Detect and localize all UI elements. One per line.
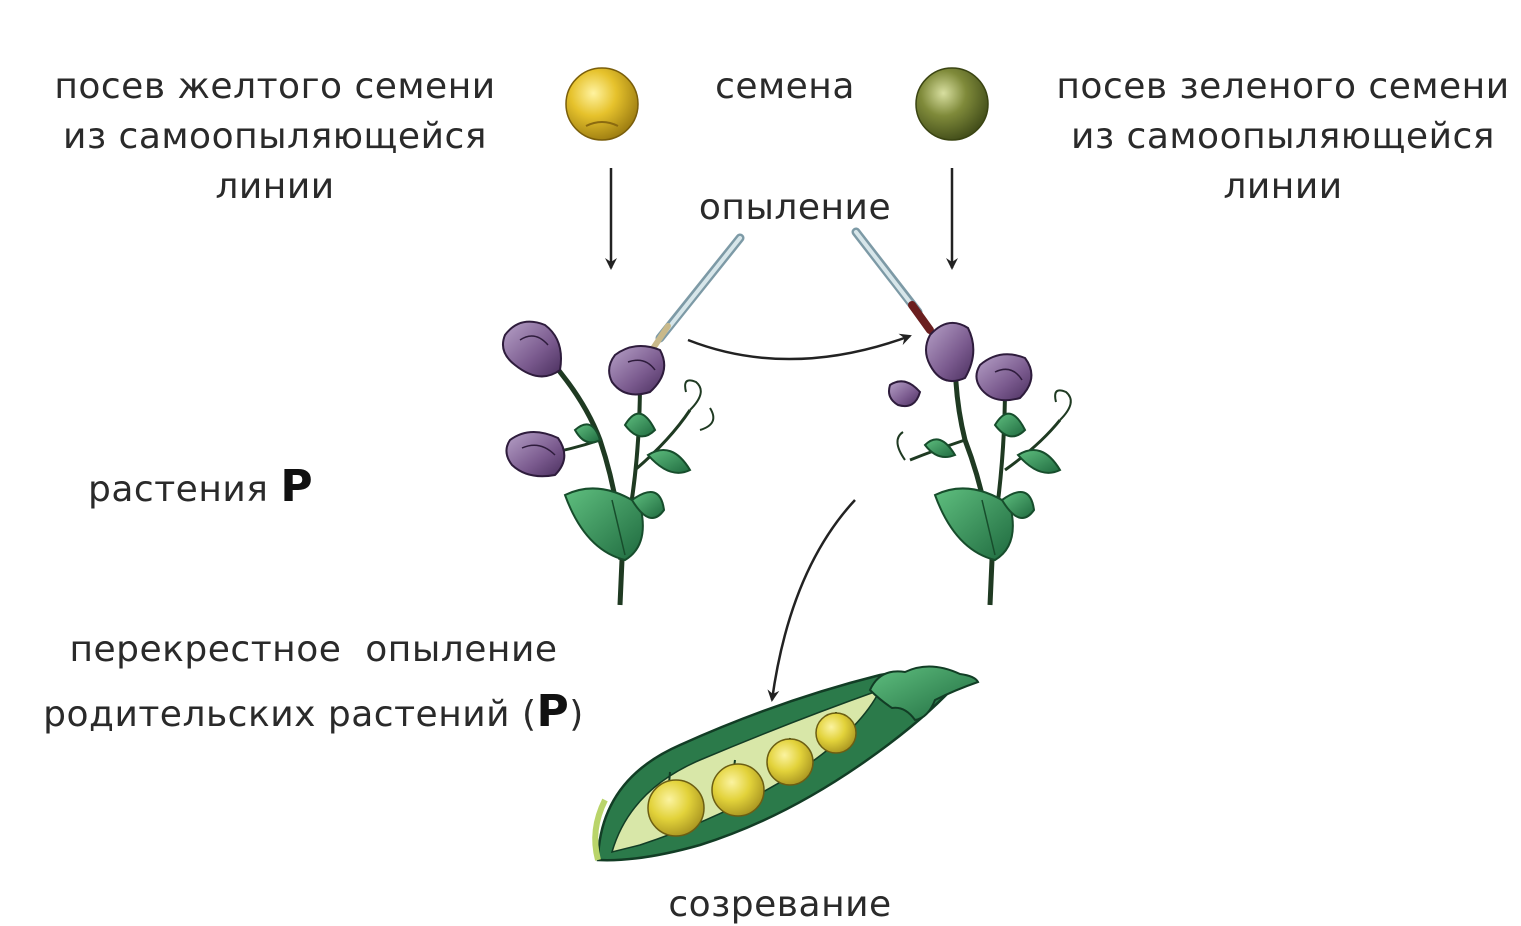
seeds-label: семена bbox=[700, 62, 870, 112]
yellow-sowing-line-1: посев желтого семени bbox=[40, 62, 510, 112]
right-pipette bbox=[856, 232, 930, 330]
green-sowing-line-2: из самоопыляющейся bbox=[1048, 112, 1518, 162]
green-seed-sowing-label: посев зеленого семени из самоопыляющейся… bbox=[1048, 62, 1518, 212]
left-pea-plant bbox=[503, 322, 713, 605]
pea-pod bbox=[595, 666, 978, 860]
right-pea-plant bbox=[889, 323, 1071, 605]
cross-pollination-symbol: P bbox=[537, 686, 570, 737]
green-sowing-line-3: линии bbox=[1048, 162, 1518, 212]
yellow-seed-sowing-label: посев желтого семени из самоопыляющейся … bbox=[40, 62, 510, 212]
pollen-transfer-arrow bbox=[688, 336, 910, 359]
arrow-to-pod bbox=[772, 500, 855, 700]
cross-pollination-line-2: родительских растений (P) bbox=[36, 687, 591, 740]
cross-pollination-label: перекрестное опыление родительских расте… bbox=[36, 625, 591, 740]
cross-pollination-suffix: ) bbox=[569, 694, 584, 735]
pollination-label: опыление bbox=[690, 183, 900, 233]
left-pipette bbox=[652, 238, 740, 350]
cross-pollination-prefix: родительских растений ( bbox=[43, 694, 536, 735]
plants-text: растения bbox=[88, 469, 268, 510]
cross-pollination-line-1: перекрестное опыление bbox=[36, 625, 591, 675]
green-sowing-line-1: посев зеленого семени bbox=[1048, 62, 1518, 112]
yellow-sowing-line-3: линии bbox=[40, 162, 510, 212]
parent-plants-label: растения P bbox=[88, 462, 313, 515]
plants-symbol: P bbox=[280, 461, 313, 512]
green-seed bbox=[916, 68, 988, 140]
yellow-seed bbox=[566, 68, 638, 140]
yellow-sowing-line-2: из самоопыляющейся bbox=[40, 112, 510, 162]
ripening-label: созревание bbox=[660, 880, 900, 926]
